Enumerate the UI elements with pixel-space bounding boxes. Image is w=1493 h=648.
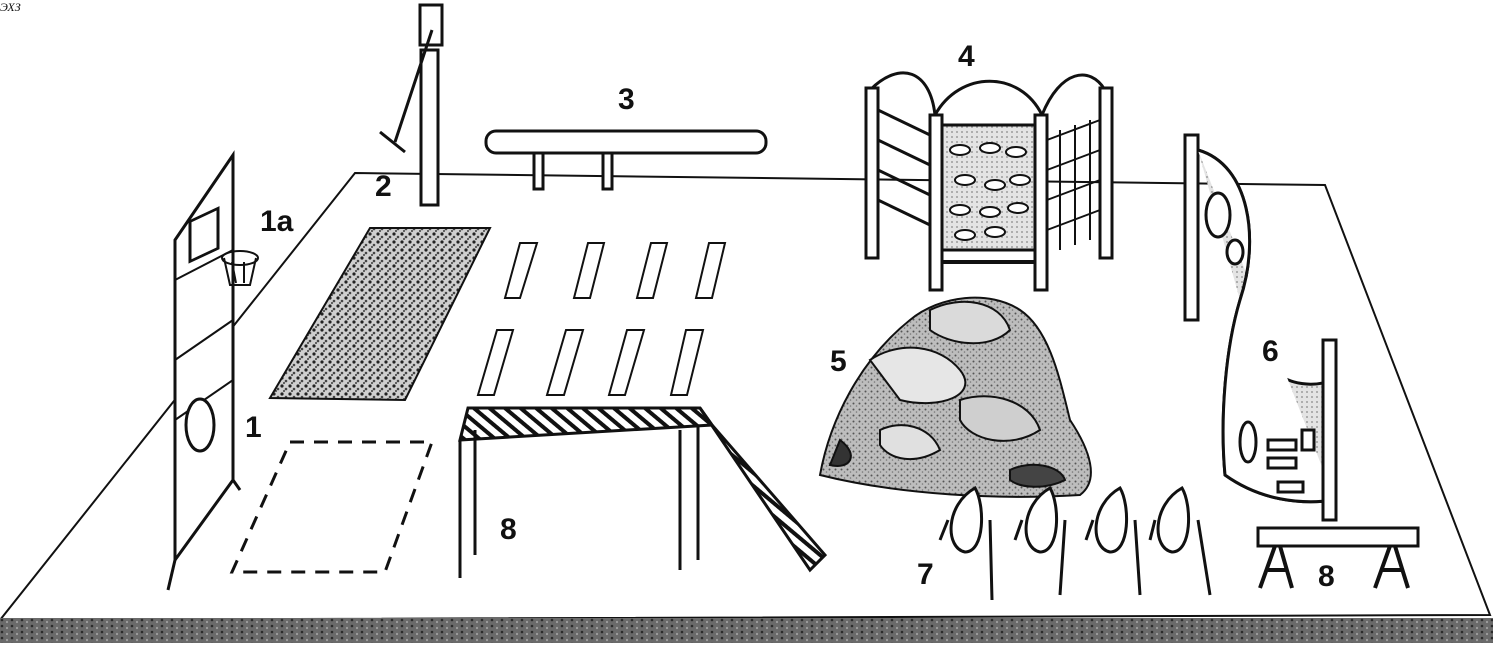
corner-mark: ЭХЗ	[0, 0, 21, 14]
gravel-mat	[268, 227, 492, 402]
posts-row-7	[938, 485, 1212, 601]
label-5: 5	[830, 345, 847, 378]
stepping-slabs	[476, 242, 727, 396]
bridge-ramp-8	[458, 406, 828, 578]
label-7: 7	[917, 558, 934, 591]
log-beam-3	[484, 129, 768, 191]
label-1: 1	[245, 411, 262, 444]
dashed-area	[229, 440, 435, 574]
label-4: 4	[958, 40, 975, 73]
label-8-bridge: 8	[500, 513, 517, 546]
rock-pile-5	[818, 296, 1092, 498]
climbing-frame-4	[864, 71, 1114, 292]
label-1a: 1a	[260, 205, 294, 238]
basketball-hoop	[221, 250, 259, 286]
label-2: 2	[375, 170, 392, 203]
bench-8	[1256, 526, 1420, 589]
label-6: 6	[1262, 335, 1279, 368]
curved-wall-6	[1183, 133, 1338, 522]
label-3: 3	[618, 83, 635, 116]
label-8-bench: 8	[1318, 560, 1335, 593]
pole-2	[379, 3, 444, 207]
